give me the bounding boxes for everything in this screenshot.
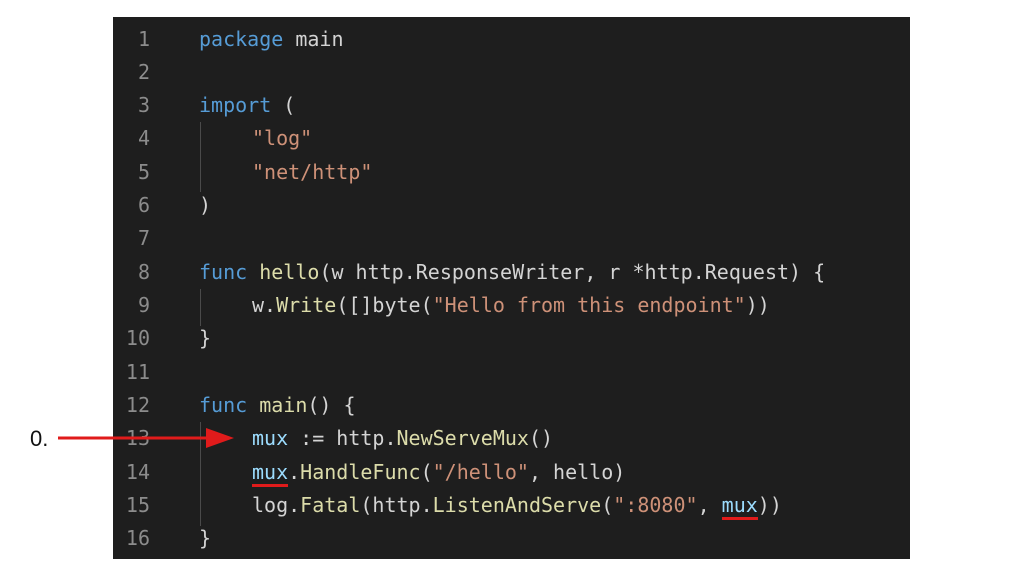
- code-line: 14 mux.HandleFunc("/hello", hello): [113, 456, 910, 489]
- line-number: 14: [125, 460, 150, 484]
- function-name: ListenAndServe: [432, 493, 602, 517]
- line-number: 3: [137, 93, 150, 117]
- string-literal: "/hello": [432, 460, 529, 484]
- code-line: 12 func main() {: [113, 389, 910, 422]
- code-line: 9 w.Write([]byte("Hello from this endpoi…: [113, 289, 910, 322]
- code-token: (: [420, 460, 433, 484]
- string-literal: "Hello from this endpoint": [432, 293, 746, 317]
- indent-guide: [200, 422, 201, 526]
- string-literal: "log": [252, 126, 313, 150]
- code-token: (http.: [360, 493, 433, 517]
- code-text: ): [199, 192, 211, 218]
- code-line: 8 func hello(w http.ResponseWriter, r *h…: [113, 256, 910, 289]
- code-text: func hello(w http.ResponseWriter, r *htt…: [199, 259, 825, 285]
- line-number: 11: [125, 360, 150, 384]
- code-token: , hello): [528, 460, 626, 484]
- code-text: }: [199, 525, 211, 551]
- code-token: ([]byte(: [336, 293, 433, 317]
- keyword: func: [199, 393, 248, 417]
- code-text: mux.HandleFunc("/hello", hello): [199, 459, 626, 487]
- code-token: () {: [307, 393, 356, 417]
- keyword: package: [199, 27, 284, 51]
- code-text: package main: [199, 26, 344, 52]
- variable-mux-underlined: mux: [252, 460, 289, 487]
- line-number: 9: [137, 293, 150, 317]
- code-line: 6 ): [113, 189, 910, 222]
- variable-mux-underlined: mux: [721, 493, 758, 520]
- line-number: 1: [137, 27, 150, 51]
- code-line: 2: [113, 56, 910, 89]
- code-token: )): [757, 493, 782, 517]
- code-token: ,: [697, 493, 722, 517]
- line-number: 12: [125, 393, 150, 417]
- code-line: 1 package main: [113, 23, 910, 56]
- code-token: main: [283, 27, 344, 51]
- function-name: Fatal: [300, 493, 361, 517]
- code-token: (: [601, 493, 614, 517]
- code-token: }: [199, 526, 212, 550]
- code-text: mux := http.NewServeMux(): [199, 425, 553, 451]
- code-text: log.Fatal(http.ListenAndServe(":8080", m…: [199, 492, 782, 520]
- code-text: "net/http": [199, 159, 372, 185]
- variable-mux: mux: [252, 426, 289, 450]
- function-name: Write: [276, 293, 337, 317]
- code-line: 13 mux := http.NewServeMux(): [113, 422, 910, 455]
- function-name: HandleFunc: [300, 460, 421, 484]
- code-token: w.: [252, 293, 277, 317]
- code-editor: 1 package main 2 3 import ( 4 "log" 5 "n…: [113, 17, 910, 559]
- function-name: NewServeMux: [396, 426, 529, 450]
- annotation-arrow-icon: [58, 428, 234, 448]
- code-line: 5 "net/http": [113, 156, 910, 189]
- line-number: 5: [137, 160, 150, 184]
- code-token: )): [745, 293, 770, 317]
- keyword: import: [199, 93, 272, 117]
- line-number: 6: [137, 193, 150, 217]
- code-line: 16 }: [113, 522, 910, 555]
- line-number: 2: [137, 60, 150, 84]
- code-line: 4 "log": [113, 122, 910, 155]
- indent-guide: [200, 122, 201, 192]
- code-text: import (: [199, 92, 295, 118]
- code-token: }: [199, 326, 212, 350]
- string-literal: ":8080": [613, 493, 698, 517]
- line-number: 8: [137, 260, 150, 284]
- code-text: "log": [199, 125, 312, 151]
- code-line: 10 }: [113, 322, 910, 355]
- string-literal: "net/http": [252, 160, 373, 184]
- code-token: (: [271, 93, 296, 117]
- code-token: (w http.ResponseWriter, r *http.Request)…: [319, 260, 826, 284]
- code-token: .: [288, 460, 301, 484]
- code-text: w.Write([]byte("Hello from this endpoint…: [199, 292, 770, 318]
- function-name: hello: [259, 260, 320, 284]
- line-number: 7: [137, 226, 150, 250]
- code-text: func main() {: [199, 392, 356, 418]
- code-line: 3 import (: [113, 89, 910, 122]
- indent-guide: [200, 289, 201, 326]
- line-number: 16: [125, 526, 150, 550]
- code-line: 7: [113, 222, 910, 255]
- line-number: 15: [125, 493, 150, 517]
- code-token: := http.: [288, 426, 397, 450]
- code-line: 15 log.Fatal(http.ListenAndServe(":8080"…: [113, 489, 910, 522]
- annotation-label: 0.: [30, 426, 49, 451]
- line-number: 10: [125, 326, 150, 350]
- keyword: func: [199, 260, 248, 284]
- line-number: 4: [137, 126, 150, 150]
- code-token: (): [528, 426, 554, 450]
- function-name: main: [259, 393, 308, 417]
- code-token: ): [199, 193, 212, 217]
- code-text: }: [199, 325, 211, 351]
- code-line: 11: [113, 356, 910, 389]
- code-token: log.: [252, 493, 301, 517]
